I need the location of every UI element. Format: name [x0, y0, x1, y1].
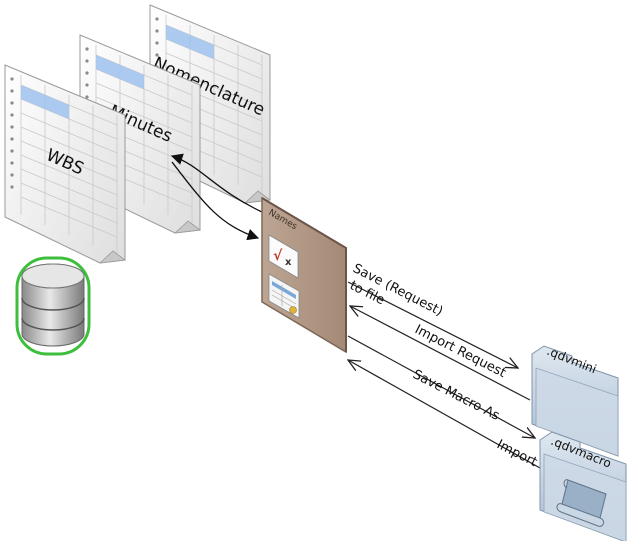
svg-text:x: x — [285, 257, 292, 268]
formula-icon: √ x — [268, 234, 299, 279]
sheet-panel-link — [170, 153, 263, 241]
label-import: Import — [494, 437, 539, 470]
svg-text:√: √ — [273, 248, 283, 264]
table-icon — [268, 273, 300, 319]
sheet-wbs: WBS — [4, 64, 126, 264]
label-save-macro-as: Save Macro As — [410, 367, 502, 424]
names-panel: Names √ x — [261, 196, 347, 354]
file-arrows — [348, 281, 541, 469]
database-icon — [15, 256, 91, 356]
scroll-icon — [556, 479, 607, 527]
